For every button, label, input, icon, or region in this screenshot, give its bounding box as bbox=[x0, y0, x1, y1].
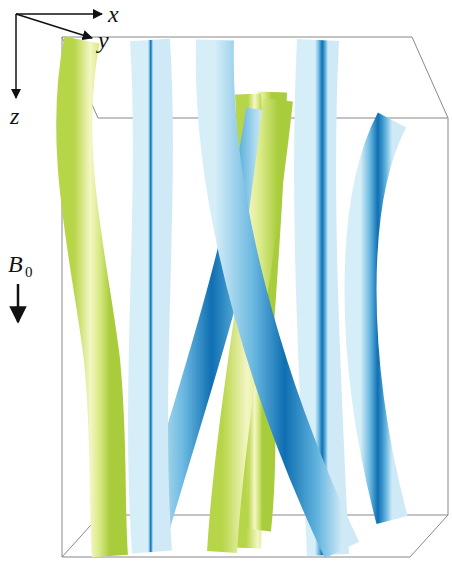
box-wireframe bbox=[62, 37, 448, 557]
field-label: B bbox=[8, 252, 23, 276]
axis-label: y bbox=[98, 28, 109, 52]
axis-label: x bbox=[108, 2, 119, 26]
field-subscript: 0 bbox=[25, 265, 33, 280]
axes bbox=[16, 14, 102, 98]
field-arrow bbox=[17, 284, 20, 322]
axis-label: z bbox=[10, 104, 19, 128]
flux-tubes bbox=[74, 40, 392, 556]
